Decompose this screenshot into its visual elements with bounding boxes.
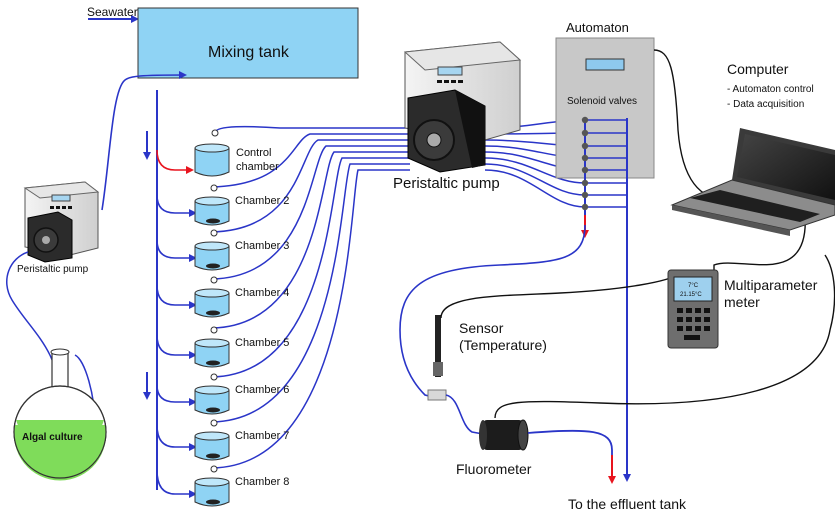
mixing-tank-label: Mixing tank <box>208 44 290 61</box>
multiparameter-meter: 7°C 21.15°C <box>667 269 719 349</box>
chamber-branches <box>156 149 197 498</box>
fluorometer-label: Fluorometer <box>456 461 532 477</box>
seawater-label: Seawater <box>87 5 138 19</box>
multiparameter-label: Multiparameter <box>724 277 818 293</box>
main-peristaltic-pump <box>403 41 522 173</box>
chamber-4 <box>194 276 230 318</box>
small-peristaltic-pump <box>23 181 100 263</box>
temperature-sensor <box>427 315 447 401</box>
main-pump-label: Peristaltic pump <box>393 175 500 192</box>
computer-note-automaton: - Automaton control <box>727 84 814 95</box>
solenoid-valve-manifold <box>581 116 627 215</box>
chamber-2 <box>194 184 230 226</box>
chamber-3 <box>194 229 230 271</box>
meter-screen-temp: 7°C <box>688 283 699 289</box>
chamber-7 <box>194 419 230 461</box>
culture-feed-line <box>101 71 187 211</box>
chamber-2-label: Chamber 2 <box>235 195 289 207</box>
chamber-outflow-lines <box>211 125 410 469</box>
solenoid-valves-label: Solenoid valves <box>567 96 637 107</box>
automaton-label: Automaton <box>566 20 629 35</box>
chamber-6 <box>194 373 230 415</box>
fluorometer-outlet <box>527 429 613 474</box>
meter-screen-reading: 21.15°C <box>680 292 702 298</box>
chamber-6-label: Chamber 6 <box>235 384 289 396</box>
control-chamber <box>194 129 230 177</box>
chambers: Chamber 2 Chamber 3 Chamber 4 Chamber 5 Cham… <box>194 184 289 507</box>
small-pump-label: Peristaltic pump <box>17 264 89 275</box>
computer-label: Computer <box>727 61 789 77</box>
multiparameter-label-2: meter <box>724 294 760 310</box>
sensor-label: Sensor <box>459 320 504 336</box>
laptop-computer <box>670 128 835 236</box>
chamber-8 <box>194 465 230 507</box>
chamber-4-label: Chamber 4 <box>235 287 289 299</box>
chamber-7-label: Chamber 7 <box>235 430 289 442</box>
fluorometer <box>479 419 529 451</box>
control-chamber-label-2: chamber <box>236 161 279 173</box>
control-chamber-label: Control <box>236 147 271 159</box>
chamber-5 <box>194 326 230 368</box>
algal-culture-label: Algal culture <box>22 432 83 443</box>
chamber-5-label: Chamber 5 <box>235 337 289 349</box>
algal-culture-flask <box>13 348 107 481</box>
valves-to-sensor-line <box>399 224 586 399</box>
mixing-tank <box>137 7 359 79</box>
chamber-8-label: Chamber 8 <box>235 476 289 488</box>
sensor-sublabel: (Temperature) <box>459 337 547 353</box>
automaton-display <box>585 58 625 71</box>
computer-note-data: - Data acquisition <box>727 99 804 110</box>
sensor-to-fluorometer-line <box>445 394 484 435</box>
chamber-3-label: Chamber 3 <box>235 240 289 252</box>
effluent-label: To the effluent tank <box>568 496 687 512</box>
